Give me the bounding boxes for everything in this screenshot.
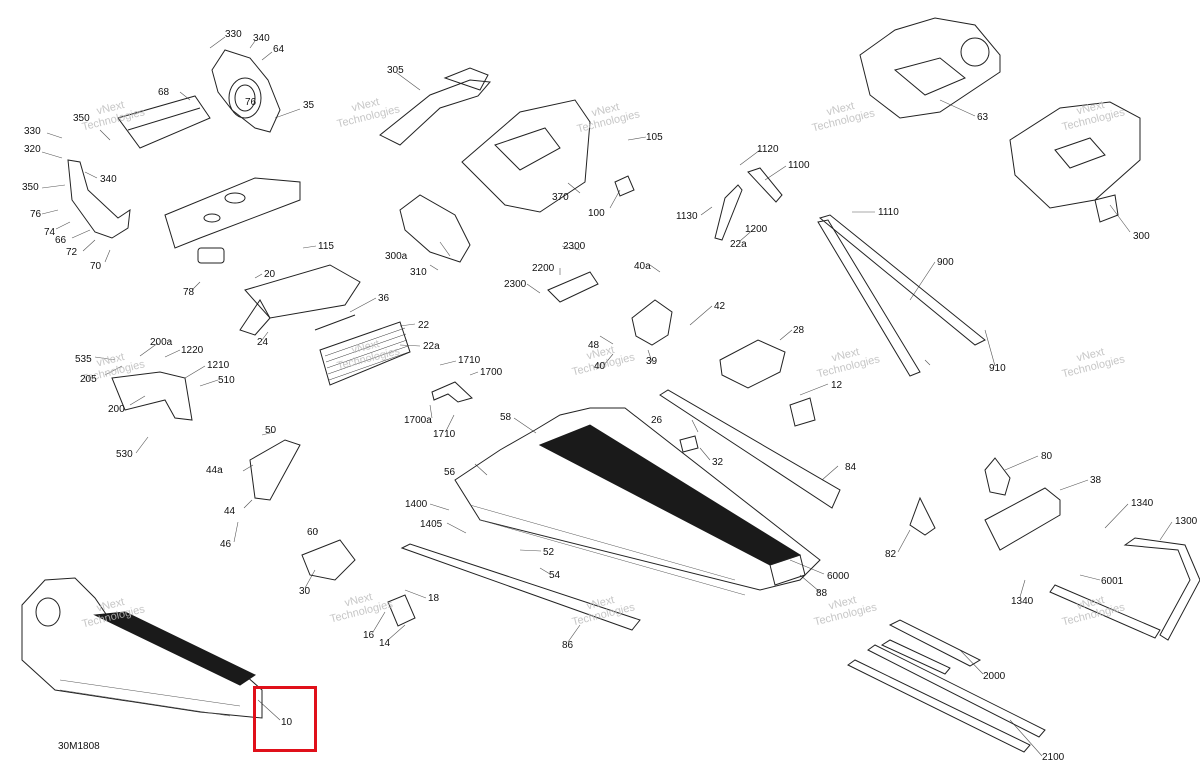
callout-label: 56: [444, 467, 456, 478]
callout-label: 14: [379, 638, 391, 649]
callout-label: 1110: [878, 207, 899, 218]
callout-label: 42: [714, 301, 726, 312]
callout-label: 22a: [423, 341, 440, 352]
callout-label: 510: [218, 375, 235, 386]
callout-label: 74: [44, 227, 56, 238]
callout-label: 44a: [206, 465, 223, 476]
callout-label: 18: [428, 593, 440, 604]
callout-label: 40a: [634, 261, 651, 272]
callout-label: 300a: [385, 251, 408, 262]
callout-label: 82: [885, 549, 897, 560]
callout-label: 1220: [181, 345, 204, 356]
callout-label: 32: [712, 457, 724, 468]
callout-label: 1120: [757, 144, 779, 155]
callout-label: 1700a: [404, 415, 432, 426]
callout-label: 66: [55, 235, 67, 246]
callout-label: 86: [562, 640, 574, 651]
callout-label: 24: [257, 337, 269, 348]
callout-label: 370: [552, 192, 569, 203]
callout-label: 300: [1133, 231, 1150, 242]
callout-label: 1710: [433, 429, 456, 440]
callout-label: 900: [937, 257, 954, 268]
callout-label: 70: [90, 261, 102, 272]
callout-label: 1400: [405, 499, 428, 510]
callout-label: 88: [816, 588, 828, 599]
callout-label: 2000: [983, 671, 1006, 682]
callout-label: 310: [410, 267, 427, 278]
callout-label: 28: [793, 325, 805, 336]
callout-label: 2300: [563, 241, 586, 252]
callout-label: 1700: [480, 367, 503, 378]
callout-label: 205: [80, 374, 97, 385]
callout-label: 54: [549, 570, 561, 581]
callout-label: 1710: [458, 355, 481, 366]
callout-label: 80: [1041, 451, 1053, 462]
callout-label: 64: [273, 44, 285, 55]
callout-label: 84: [845, 462, 857, 473]
callout-label: 910: [989, 363, 1006, 374]
highlight-box-part-10: [253, 686, 317, 752]
callout-label: 2100: [1042, 752, 1065, 763]
callout-label: 63: [977, 112, 989, 123]
callout-label: 30: [299, 586, 311, 597]
callout-label: 10: [281, 717, 293, 728]
callout-label: 76: [245, 97, 257, 108]
callout-label: 340: [100, 174, 117, 185]
callout-label: 340: [253, 33, 270, 44]
callout-label: 72: [66, 247, 78, 258]
callout-label: 20: [264, 269, 276, 280]
callout-label: 535: [75, 354, 92, 365]
drawing-number: 30M1808: [58, 741, 100, 752]
callout-label: 200a: [150, 337, 173, 348]
callout-label: 38: [1090, 475, 1102, 486]
callout-label: 1405: [420, 519, 443, 530]
callout-label: 22: [418, 320, 430, 331]
callout-label: 305: [387, 65, 404, 76]
callout-label: 2300: [504, 279, 527, 290]
callout-label: 22a: [730, 239, 747, 250]
callout-label: 36: [378, 293, 390, 304]
callout-label: 52: [543, 547, 555, 558]
callout-label: 26: [651, 415, 663, 426]
callout-label: 320: [24, 144, 41, 155]
callout-label: 58: [500, 412, 512, 423]
callout-label: 35: [303, 100, 315, 111]
callout-label: 200: [108, 404, 125, 415]
callout-label: 40: [594, 361, 606, 372]
callout-label: 115: [318, 241, 334, 252]
callout-label: 68: [158, 87, 170, 98]
callout-label: 12: [831, 380, 843, 391]
callout-label: 48: [588, 340, 600, 351]
callout-label: 16: [363, 630, 375, 641]
callout-label: 105: [646, 132, 663, 143]
callout-label: 1100: [788, 160, 810, 171]
callout-label: 1340: [1011, 596, 1034, 607]
callout-label: 78: [183, 287, 195, 298]
callout-label: 1200: [745, 224, 768, 235]
callout-label: 100: [588, 208, 605, 219]
callout-label: 60: [307, 527, 319, 538]
callout-label: 44: [224, 506, 236, 517]
callout-label: 330: [24, 126, 41, 137]
callout-label: 1130: [676, 211, 698, 222]
callout-label: 530: [116, 449, 133, 460]
callout-label: 6000: [827, 571, 850, 582]
callout-label: 39: [646, 356, 658, 367]
callout-label: 2200: [532, 263, 555, 274]
callout-label: 1340: [1131, 498, 1154, 509]
callout-label: 1300: [1175, 516, 1198, 527]
callout-label: 350: [73, 113, 90, 124]
callout-label: 76: [30, 209, 42, 220]
callout-label: 350: [22, 182, 39, 193]
callout-label: 1210: [207, 360, 230, 371]
callout-label: 6001: [1101, 576, 1124, 587]
callout-label: 50: [265, 425, 277, 436]
callout-label: 46: [220, 539, 232, 550]
callout-label: 330: [225, 29, 242, 40]
